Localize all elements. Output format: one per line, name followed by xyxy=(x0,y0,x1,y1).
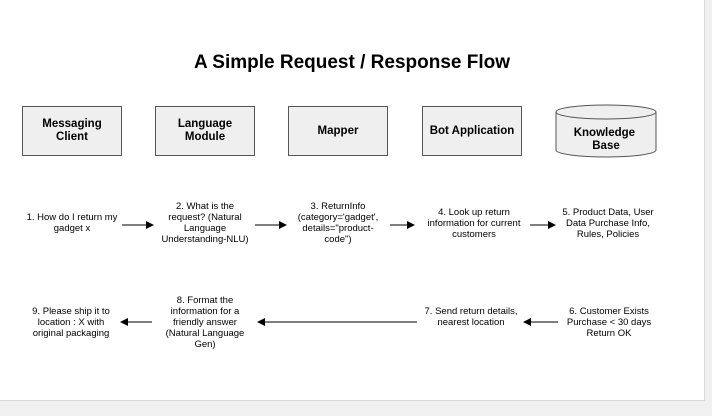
bot-application-box: Bot Application xyxy=(422,106,522,156)
step-5-label: 5. Product Data, User Data Purchase Info… xyxy=(562,207,654,240)
knowledge-base-label: Knowledge Base xyxy=(574,127,639,152)
diagram-title: A Simple Request / Response Flow xyxy=(193,52,511,73)
step-8-label: 8. Format the information for a friendly… xyxy=(165,295,245,350)
bot-application-label: Bot Application xyxy=(429,124,515,137)
step-1-label: 1. How do I return my gadget x xyxy=(26,212,118,234)
mapper-label: Mapper xyxy=(317,124,359,137)
messaging-client-label: Messaging Client xyxy=(42,118,102,143)
language-module-box: Language Module xyxy=(155,106,255,156)
step-2-label: 2. What is the request? (Natural Languag… xyxy=(161,201,249,245)
kb-line-2: Base xyxy=(592,140,620,152)
step-7-label: 7. Send return details, nearest location xyxy=(424,306,518,328)
step-9-label: 9. Please ship it to location : X with o… xyxy=(32,306,110,339)
step-6-label: 6. Customer Exists Purchase < 30 days Re… xyxy=(566,306,652,339)
diagram-connectors: Knowledge Base xyxy=(120,104,657,326)
kb-line-1: Knowledge xyxy=(574,127,635,139)
knowledge-base-cylinder: Knowledge Base xyxy=(555,104,657,158)
messaging-client-box: Messaging Client xyxy=(22,106,122,156)
step-3-label: 3. ReturnInfo (category='gadget', detail… xyxy=(297,201,379,245)
diagram-canvas: A Simple Request / Response Flow Messagi… xyxy=(0,0,705,401)
language-module-label: Language Module xyxy=(177,118,233,143)
step-4-label: 4. Look up return information for curren… xyxy=(427,207,521,240)
mapper-box: Mapper xyxy=(288,106,388,156)
